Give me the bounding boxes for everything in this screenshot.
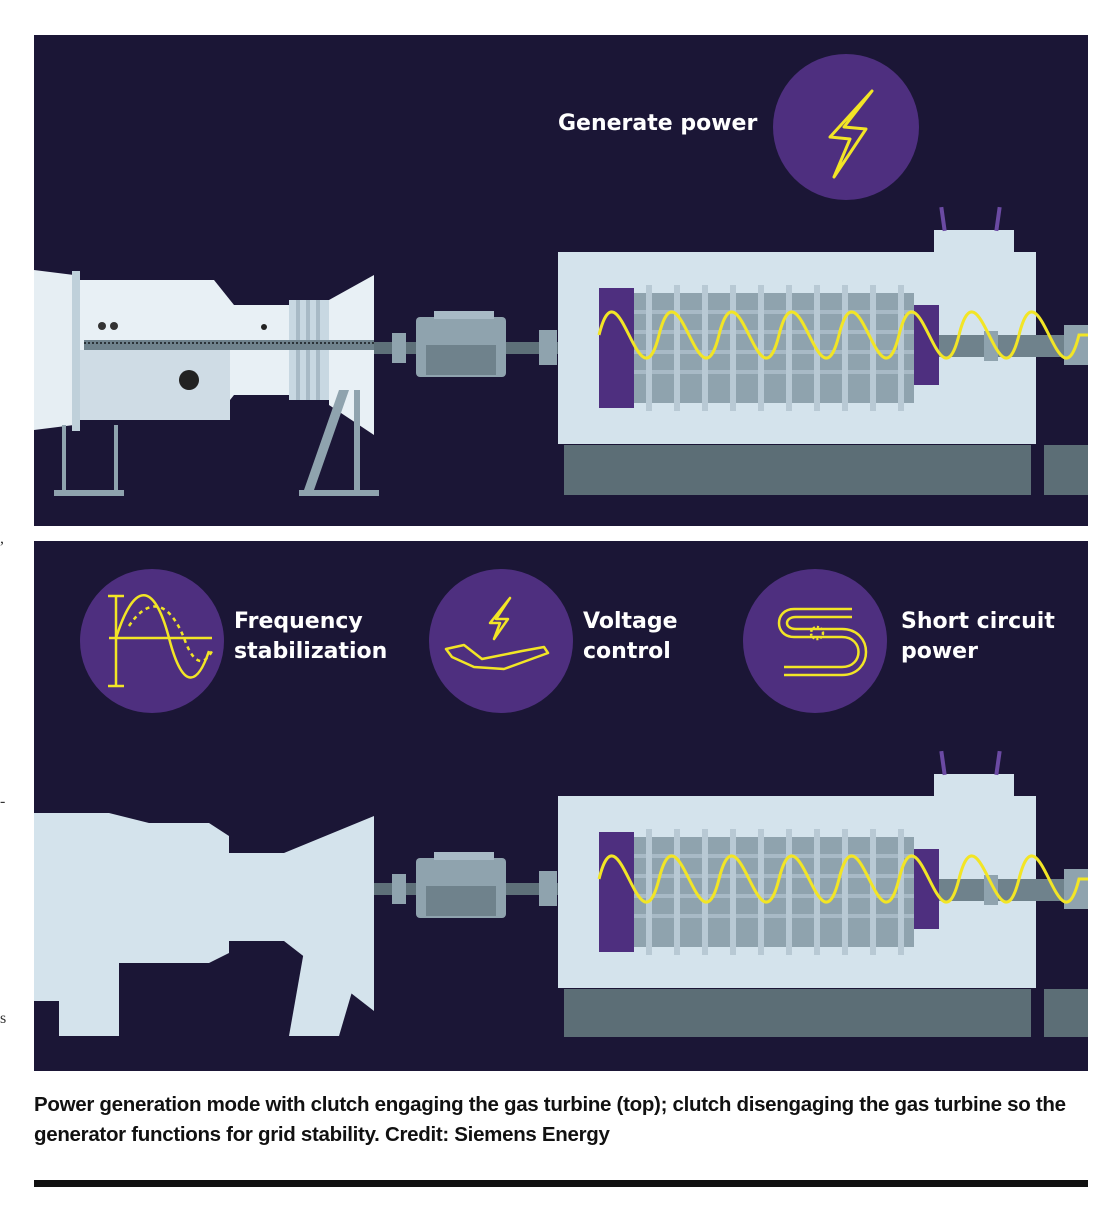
gas-turbine bbox=[34, 813, 374, 1036]
margin-mark: - bbox=[0, 793, 6, 810]
gas-turbine bbox=[34, 270, 379, 496]
power-generation-mode-panel: Generate power bbox=[34, 35, 1088, 526]
generate-power-label: Generate power bbox=[558, 111, 758, 136]
frequency-stabilization-label: Frequency stabilization bbox=[234, 609, 388, 664]
turbine-generator-disengaged-illustration bbox=[34, 569, 1088, 1037]
sine-wave-graph-icon-circle bbox=[80, 569, 224, 713]
clutch-gearbox bbox=[416, 311, 506, 377]
clutch-gearbox bbox=[416, 852, 506, 918]
short-circuit-spark-icon bbox=[777, 607, 868, 677]
margin-mark: , bbox=[0, 530, 4, 547]
grid-stability-mode-panel: Frequency stabilization Voltage control … bbox=[34, 541, 1088, 1071]
short-circuit-power-label: Short circuit power bbox=[901, 609, 1055, 664]
lightning-bolt-icon bbox=[828, 89, 874, 179]
short-circuit-spark-icon-circle bbox=[743, 569, 887, 713]
sine-wave-output bbox=[597, 310, 1088, 360]
sine-wave-graph-icon bbox=[108, 594, 214, 688]
figure-caption: Power generation mode with clutch engagi… bbox=[34, 1093, 1066, 1146]
hand-lightning-icon bbox=[444, 596, 550, 671]
hand-lightning-icon-circle bbox=[429, 569, 573, 713]
turbine-generator-engaged-illustration bbox=[34, 54, 1088, 496]
sine-wave-output bbox=[597, 854, 1088, 904]
bottom-rule bbox=[34, 1180, 1088, 1187]
voltage-control-label: Voltage control bbox=[583, 609, 678, 664]
margin-mark: s bbox=[0, 1010, 7, 1027]
